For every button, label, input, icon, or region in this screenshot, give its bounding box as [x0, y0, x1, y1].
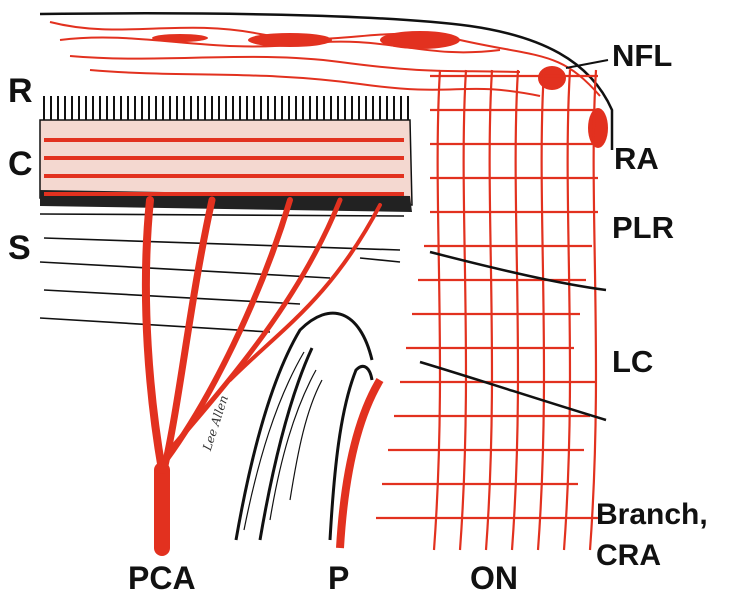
photoreceptor-layer — [44, 96, 408, 120]
label-nerve-fiber-layer: NFL — [612, 40, 672, 71]
label-prelaminar-region: PLR — [612, 212, 674, 243]
label-choroid: C — [8, 147, 33, 181]
label-retinal-arteriole: RA — [614, 143, 659, 174]
label-pia: P — [328, 562, 349, 594]
label-sclera: S — [8, 231, 31, 265]
label-lamina-cribrosa: LC — [612, 346, 653, 377]
label-posterior-ciliary-artery: PCA — [128, 562, 196, 594]
lamina-cribrosa-lines — [420, 252, 606, 420]
label-retina: R — [8, 74, 33, 108]
label-branch: Branch, — [596, 500, 708, 530]
label-optic-nerve: ON — [470, 562, 518, 594]
dura-fiber-lines — [244, 352, 322, 530]
label-central-retinal-artery: CRA — [596, 541, 661, 571]
